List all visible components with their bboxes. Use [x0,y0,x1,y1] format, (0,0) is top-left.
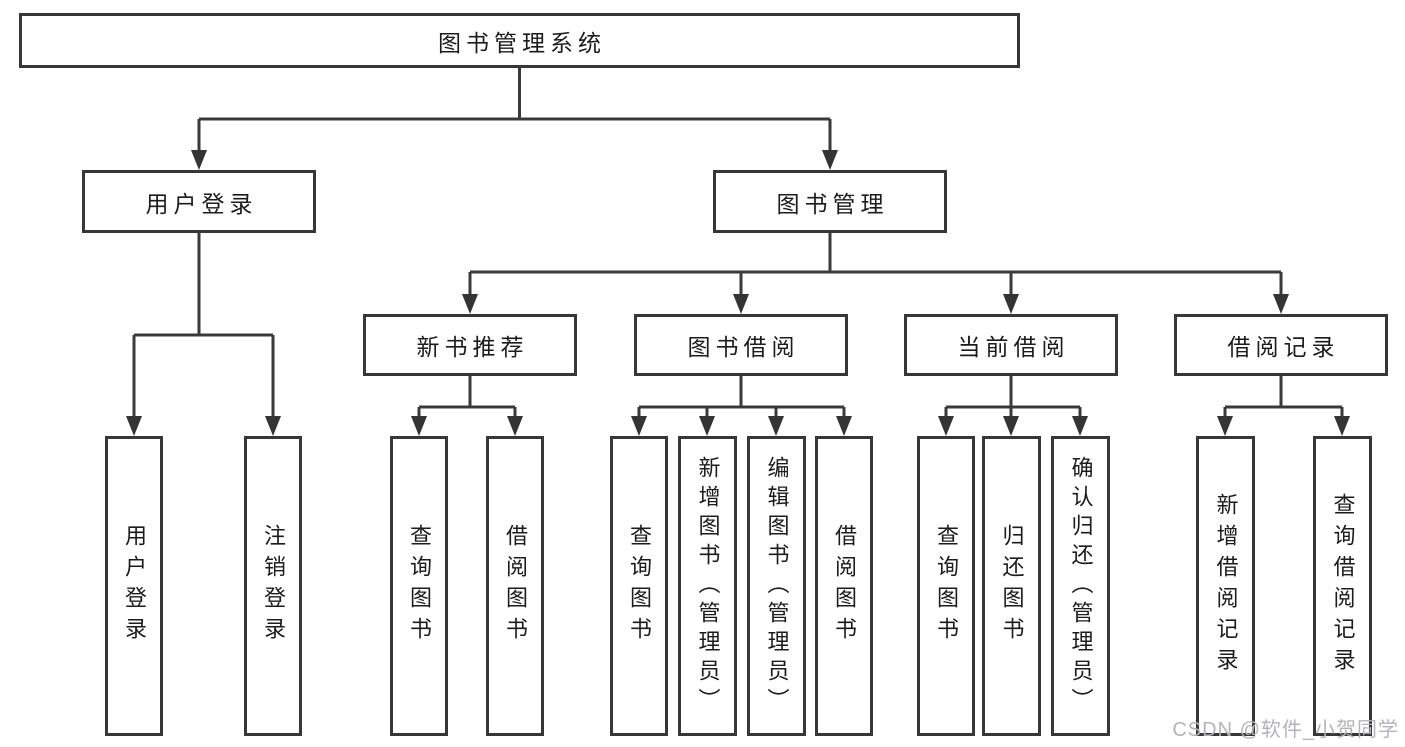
leaf-node-label: 查询借阅记录 [1330,493,1356,679]
branch-node-label: 当前借阅 [957,334,1070,360]
branch-node-label: 图书管理 [776,190,889,217]
csdn-watermark: CSDN @软件_小贺同学 [1172,719,1399,741]
leaf-node-label: 查询图书 [934,524,959,648]
root-node-library-system: 图书管理系统 [19,13,1020,68]
leaf-node-query-books-2: 查询图书 [610,436,668,736]
branch-node-current-borrowing: 当前借阅 [904,314,1118,376]
leaf-node-borrow-books-1: 借阅图书 [486,436,544,736]
leaf-node-add-borrow-record: 新增借阅记录 [1196,436,1255,736]
leaf-node-label: 查询图书 [407,524,432,648]
leaf-node-label: 查询图书 [627,524,652,648]
branch-node-book-management: 图书管理 [713,170,947,233]
leaf-node-label: 借阅图书 [503,524,528,648]
branch-node-new-book-recommend: 新书推荐 [363,314,577,376]
leaf-node-label: 新增借阅记录 [1213,493,1239,679]
leaf-node-label: 确认归还（管理员） [1068,455,1094,717]
tree-edges [132,68,1344,424]
leaf-node-label: 借阅图书 [832,524,857,648]
leaf-node-query-books-3: 查询图书 [917,436,975,736]
root-node-label: 图书管理系统 [438,29,606,56]
branch-node-book-borrowing: 图书借阅 [634,314,848,376]
leaf-node-add-book-admin: 新增图书（管理员） [678,436,737,736]
leaf-node-return-book: 归还图书 [982,436,1041,736]
leaf-node-label: 编辑图书（管理员） [764,455,790,717]
leaf-node-logout: 注销登录 [244,436,302,736]
branch-node-label: 借阅记录 [1227,334,1340,360]
leaf-node-label: 归还图书 [999,524,1025,648]
leaf-node-label: 用户登录 [122,524,147,648]
branch-node-label: 图书借阅 [687,334,800,360]
leaf-node-borrow-books-2: 借阅图书 [815,436,873,736]
leaf-node-confirm-return-admin: 确认归还（管理员） [1051,436,1110,736]
branch-node-borrowing-records: 借阅记录 [1174,314,1388,376]
arrowhead-icons [126,150,1350,436]
leaf-node-edit-book-admin: 编辑图书（管理员） [747,436,806,736]
branch-node-user-login: 用户登录 [82,170,316,233]
leaf-node-user-login: 用户登录 [105,436,163,736]
leaf-node-label: 新增图书（管理员） [695,455,721,717]
branch-node-label: 用户登录 [145,190,258,217]
leaf-node-label: 注销登录 [261,524,286,648]
leaf-node-query-borrow-record: 查询借阅记录 [1313,436,1372,736]
leaf-node-query-books-1: 查询图书 [390,436,448,736]
branch-node-label: 新书推荐 [416,334,529,360]
